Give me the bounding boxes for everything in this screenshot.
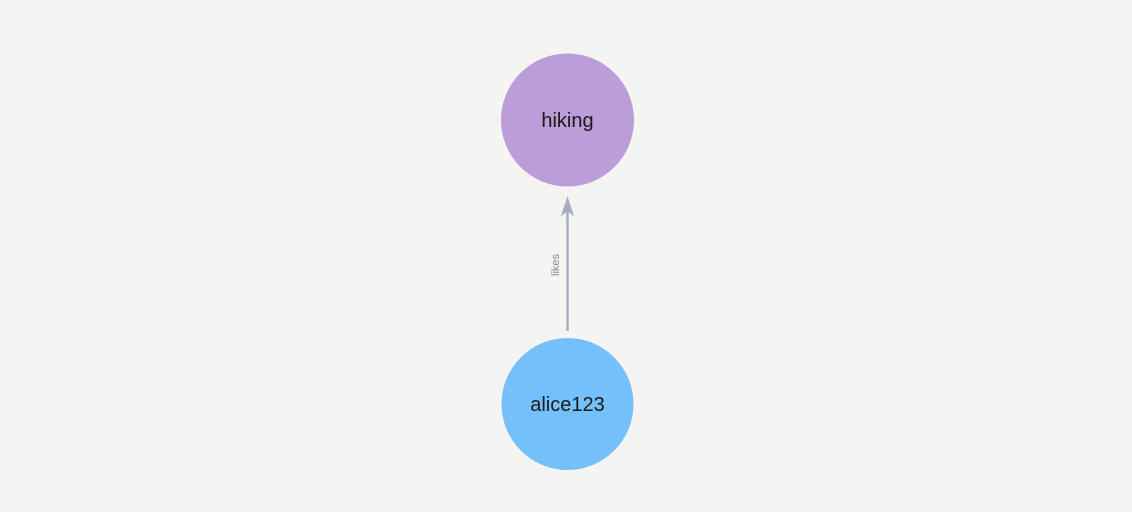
edge-group: likes: [550, 196, 575, 331]
edge-arrowhead-icon: [560, 196, 575, 217]
node-alice123-circle[interactable]: [501, 338, 634, 470]
node-alice123[interactable]: alice123: [501, 338, 634, 470]
node-hiking[interactable]: hiking: [501, 53, 634, 187]
edge-alice123-likes-hiking[interactable]: likes: [550, 196, 575, 331]
node-hiking-label: hiking: [541, 110, 593, 132]
node-hiking-circle[interactable]: [501, 53, 634, 187]
node-group: hiking alice123: [501, 53, 634, 470]
node-alice123-label: alice123: [530, 394, 605, 416]
edge-label-likes: likes: [550, 254, 562, 277]
